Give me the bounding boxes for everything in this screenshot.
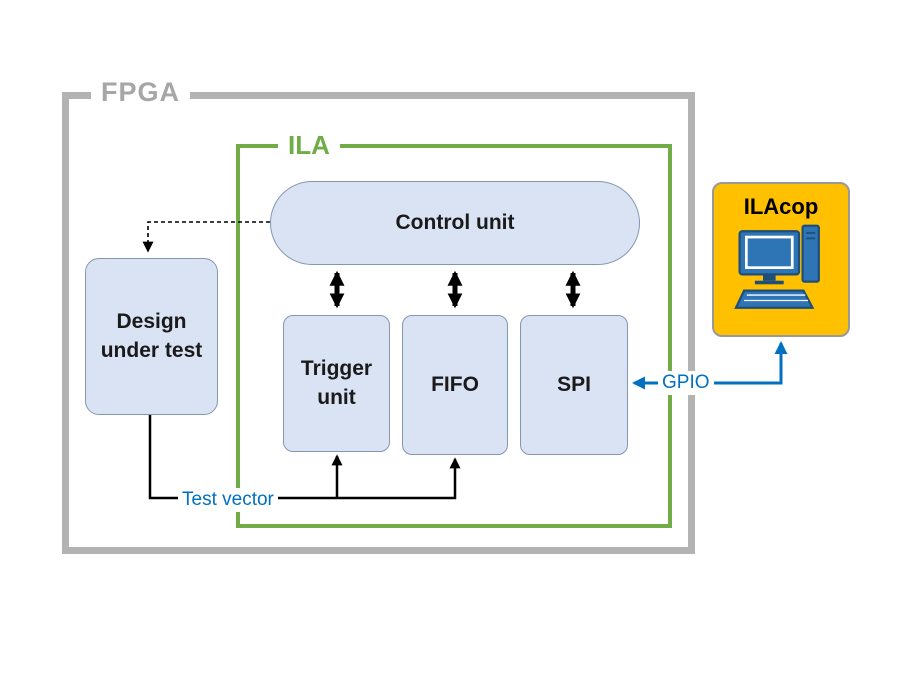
block-control-unit: Control unit: [270, 181, 640, 265]
block-spi: SPI: [520, 315, 628, 455]
control-unit-label: Control unit: [395, 210, 515, 234]
block-fifo: FIFO: [402, 315, 508, 455]
computer-icon: [734, 224, 820, 309]
test-vector-label: Test vector: [178, 488, 278, 512]
block-trigger-unit: Trigger unit: [283, 315, 390, 452]
block-ilacop: ILAcop: [712, 182, 850, 337]
block-design-under-test: Design under test: [85, 258, 218, 415]
trigger-unit-label: Trigger unit: [300, 357, 373, 409]
fifo-label: FIFO: [431, 372, 479, 396]
gpio-label: GPIO: [658, 371, 714, 395]
fpga-container: FPGA: [62, 77, 695, 554]
design-under-test-label: Design under test: [100, 310, 203, 362]
spi-label: SPI: [557, 372, 591, 396]
ila-label: ILA: [278, 130, 340, 161]
ilacop-label: ILAcop: [743, 194, 819, 219]
fpga-label: FPGA: [91, 77, 191, 108]
ila-container: ILA: [236, 130, 672, 528]
